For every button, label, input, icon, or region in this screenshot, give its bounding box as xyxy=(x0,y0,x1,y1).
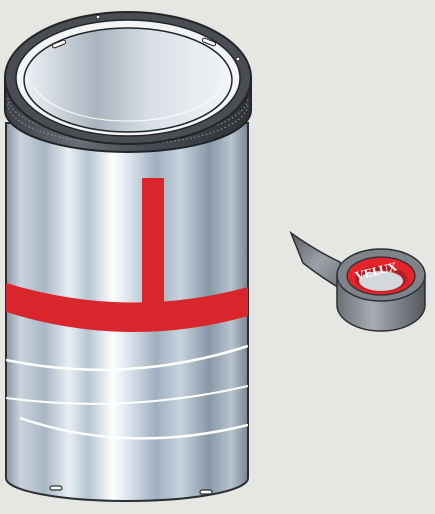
tube-top-collar xyxy=(5,12,251,152)
red-tape-vertical-band xyxy=(142,178,164,311)
tube-notch xyxy=(200,490,212,494)
velux-tape-roll: VELUX xyxy=(291,233,425,331)
tube-notch xyxy=(50,486,62,490)
tunnel-tube xyxy=(6,123,248,501)
